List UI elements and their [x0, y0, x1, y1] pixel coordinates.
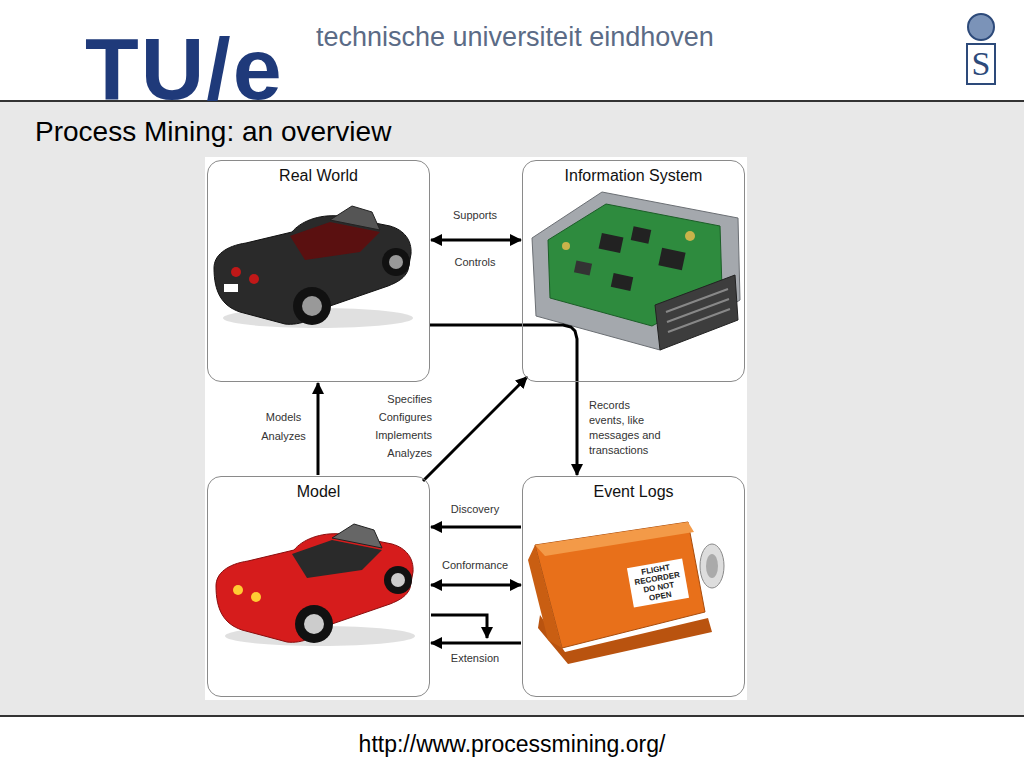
box-heading: Model: [208, 477, 429, 501]
university-name: technische universiteit eindhoven: [316, 22, 714, 53]
capacitor: [685, 231, 695, 241]
edge-label: Discovery: [430, 503, 520, 516]
car-wheel: [384, 566, 412, 594]
edge-label: Records events, like messages and transa…: [589, 398, 665, 458]
footer-band: [0, 716, 1024, 768]
box-heading: Information System: [523, 161, 744, 185]
box-heading: Event Logs: [523, 477, 744, 501]
tail-light: [251, 592, 261, 602]
panel-box: Real World: [207, 160, 430, 382]
tail-light: [231, 267, 241, 277]
wheel-hub: [304, 614, 324, 634]
arrow-connector: [431, 526, 521, 529]
diagram-ground: [205, 157, 747, 700]
chip: [631, 226, 652, 243]
logo-circle: [968, 14, 994, 40]
capacitor: [562, 242, 570, 250]
beacon-cylinder: [700, 544, 724, 588]
arrow-connector: [431, 584, 521, 587]
ecu-connector: [655, 275, 738, 350]
wheel-hub: [389, 255, 403, 269]
footer-url: http://www.processmining.org/: [0, 731, 1024, 757]
logo-text: TU/e: [85, 25, 284, 113]
extension-stub: [431, 615, 487, 638]
edge-label: Specifies Configures Implements Analyzes: [362, 390, 432, 462]
sports-car: [214, 206, 413, 328]
wheel-hub: [391, 573, 405, 587]
slide-title: Process Mining: an overview: [35, 116, 391, 148]
car-body: [216, 534, 413, 643]
connector-slot: [666, 289, 730, 332]
edge-label: Extension: [430, 652, 520, 665]
arrow-connector: [431, 642, 521, 645]
panel-box: Information System: [522, 160, 745, 382]
car-wheel: [382, 248, 410, 276]
car-wheel: [295, 605, 333, 643]
tail-light: [249, 274, 259, 284]
edge-label: Conformance: [426, 559, 524, 572]
edge-label: Supports Controls: [445, 192, 505, 286]
recorder-top: [535, 522, 694, 556]
arrow-connector: [431, 239, 521, 242]
logo-letter: S: [967, 44, 995, 84]
chip: [599, 233, 624, 253]
panel-box: Model: [207, 476, 430, 697]
tail-light: [233, 585, 243, 595]
recorder-side: [528, 545, 562, 648]
arrow-connector: [423, 377, 527, 481]
chip: [611, 273, 633, 291]
box-heading: Real World: [208, 161, 429, 185]
model-car: [216, 524, 415, 646]
car-windshield: [330, 206, 380, 230]
flight-recorder: [528, 522, 724, 664]
car-body: [214, 216, 411, 325]
number-plate: [224, 284, 238, 292]
arrow-connector: [317, 383, 320, 475]
edge-label: Models Analyzes: [256, 408, 311, 446]
wheel-hub: [302, 296, 322, 316]
footer-rule: [0, 715, 1024, 717]
chip: [658, 248, 685, 271]
recorder-body: [535, 522, 705, 648]
panel-box: Event Logs: [522, 476, 745, 697]
beacon-end: [706, 554, 718, 578]
logo-frame: [967, 44, 995, 84]
chip: [574, 260, 592, 275]
slide-ground: [0, 101, 1024, 716]
car-wheel: [293, 287, 331, 325]
car-windshield: [332, 524, 382, 548]
